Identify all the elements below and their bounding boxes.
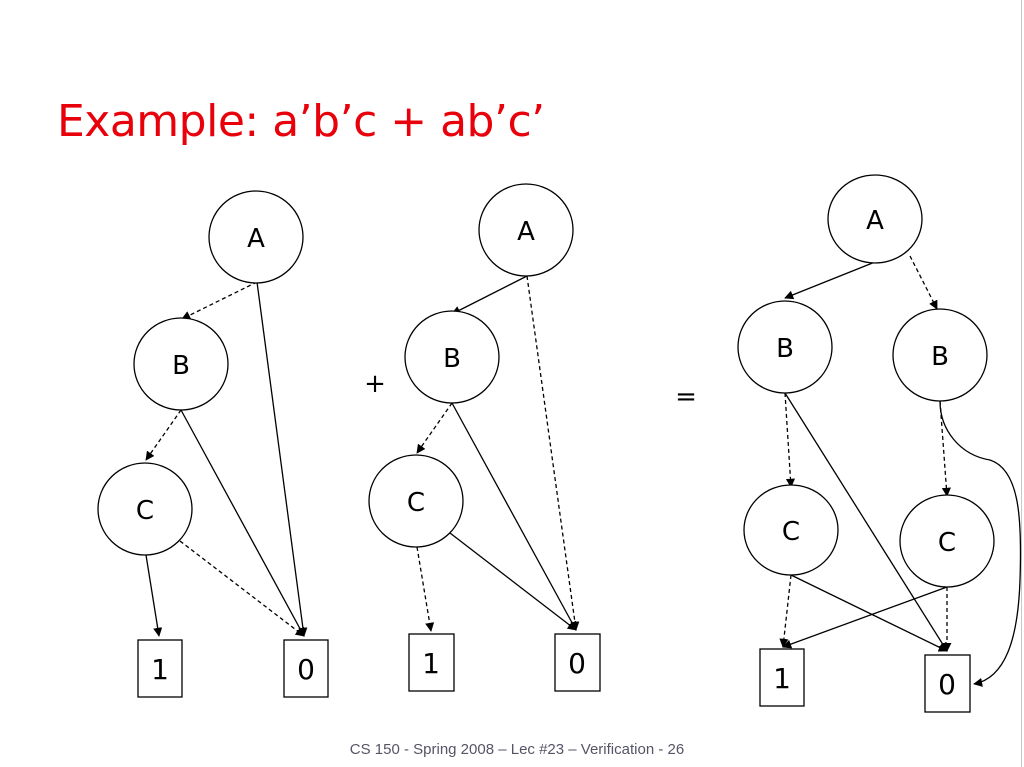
edge-g1-a-to-b (181, 281, 258, 320)
graph-a-b-not-c: A B C 1 0 (368, 183, 601, 692)
node-circle (892, 308, 988, 402)
node-circle (404, 310, 500, 404)
edge-g2-b-to-c (416, 402, 453, 454)
terminal-box (759, 648, 805, 707)
edge-g3-b-right-to-c-right (939, 400, 951, 497)
terminal-label: 0 (568, 647, 586, 680)
terminal-label: 0 (938, 668, 956, 701)
edge-g2-a-to-b (451, 275, 528, 315)
graph2-terminal-one: 1 (408, 633, 455, 692)
node-circle (208, 190, 304, 284)
graph1-node-a: A (208, 190, 304, 284)
node-circle (899, 494, 995, 588)
graph1-terminal-one: 1 (137, 639, 183, 698)
node-circle (737, 300, 833, 394)
graph2-node-c: C (368, 454, 464, 548)
graph3-node-a: A (827, 174, 923, 264)
terminal-label: 1 (151, 653, 169, 686)
terminal-box (924, 654, 971, 713)
graph1-terminal-zero: 0 (283, 639, 329, 698)
slide-edge-line (1021, 0, 1022, 767)
slide-footer: CS 150 - Spring 2008 – Lec #23 – Verific… (349, 741, 685, 758)
graph3-edges (779, 255, 1022, 687)
equals-operator: = (675, 382, 697, 412)
graph3-node-b-right: B (892, 308, 988, 402)
edge-g2-a-to-zero (526, 275, 580, 631)
node-circle (827, 174, 923, 264)
node-label: B (443, 344, 461, 374)
node-circle (133, 317, 229, 411)
edge-g3-b-left-to-c-left (784, 392, 796, 488)
node-label: A (247, 224, 265, 254)
node-label: B (776, 334, 794, 364)
terminal-box (408, 633, 455, 692)
edge-g3-b-right-to-zero (939, 400, 1022, 687)
terminal-box (554, 633, 601, 692)
graph3-terminal-zero: 0 (924, 654, 971, 713)
node-label: C (782, 517, 800, 547)
node-label: B (172, 351, 190, 381)
plus-operator: + (364, 369, 386, 399)
node-circle (97, 462, 193, 556)
node-circle (368, 454, 464, 548)
terminal-label: 1 (773, 662, 791, 695)
edge-g1-c-to-zero (179, 540, 305, 637)
terminal-box (137, 639, 183, 698)
slide-title: Example: a’b’c + ab’c’ (57, 96, 545, 147)
graph1-node-b: B (133, 317, 229, 411)
edge-g3-c-right-to-one (782, 586, 948, 649)
edge-g2-b-to-zero (451, 402, 577, 631)
terminal-label: 0 (297, 653, 315, 686)
graph3-node-b-left: B (737, 300, 833, 394)
edge-g1-b-to-c (145, 409, 182, 461)
graph2-terminal-zero: 0 (554, 633, 601, 692)
edge-g3-a-to-b-left (784, 261, 876, 300)
terminal-label: 1 (422, 647, 440, 680)
edge-g1-a-to-zero (256, 281, 308, 637)
graph1-edges (145, 281, 308, 637)
edge-g2-c-to-zero (449, 532, 577, 631)
node-label: B (931, 342, 949, 372)
node-label: C (136, 496, 154, 526)
node-label: C (407, 488, 425, 518)
graph3-node-c-left: C (743, 484, 839, 576)
node-circle (478, 183, 574, 277)
graph-result: A B B C C 1 0 (737, 174, 1022, 713)
edge-g3-a-to-b-right (909, 255, 938, 310)
graph1-node-c: C (97, 462, 193, 556)
node-label: A (866, 206, 884, 236)
node-label: C (938, 528, 956, 558)
graph3-node-c-right: C (899, 494, 995, 588)
graph2-node-b: B (404, 310, 500, 404)
terminal-box (283, 639, 329, 698)
node-circle (743, 484, 839, 576)
graph2-node-a: A (478, 183, 574, 277)
edge-g3-c-left-to-one (779, 574, 792, 648)
edge-g1-c-to-one (145, 554, 163, 637)
graph-a-not-b-c: A B C 1 0 (97, 190, 329, 698)
graph2-edges (416, 275, 580, 632)
node-label: A (517, 217, 535, 247)
edge-g3-c-left-to-zero (790, 574, 948, 652)
graph3-terminal-one: 1 (759, 648, 805, 707)
edge-g3-b-left-to-zero (784, 392, 948, 652)
edge-g1-b-to-zero (180, 409, 305, 637)
edge-g2-c-to-one (416, 546, 435, 632)
